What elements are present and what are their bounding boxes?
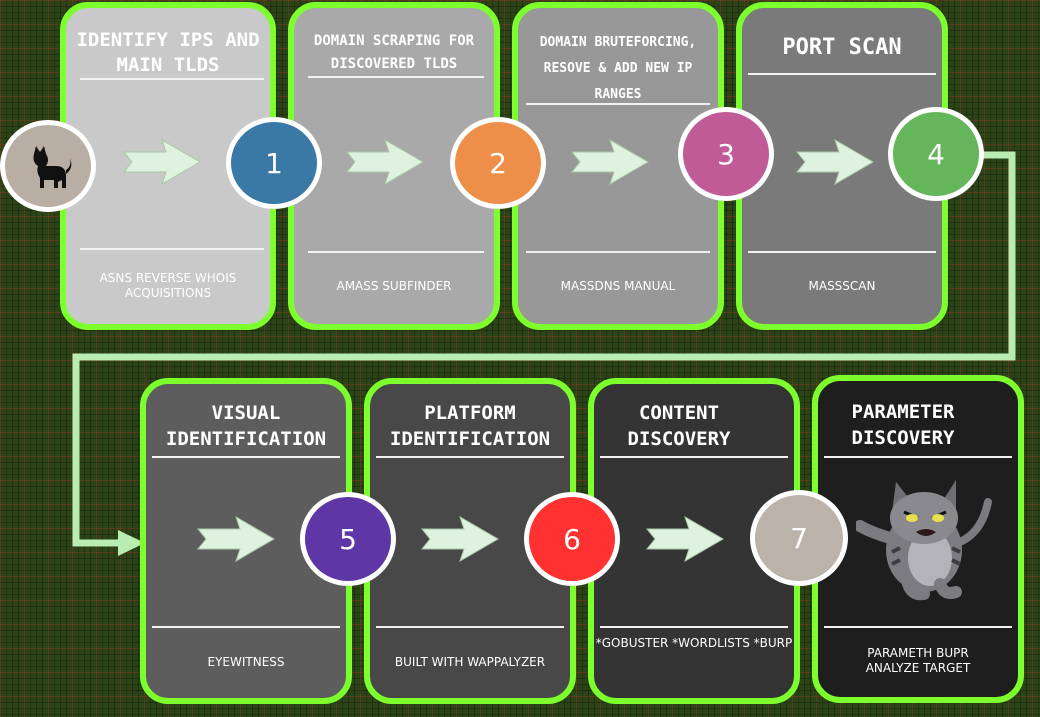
stage-tools: AMASS SUBFINDER [336,279,452,293]
divider [824,626,1012,628]
divider [526,251,710,253]
divider [526,103,710,105]
stage-title: DOMAIN BRUTEFORCING, RESOVE & ADD NEW IP… [539,35,697,102]
right-arrow-icon [122,138,201,186]
stage-title: CONTENT DISCOVERY [627,402,731,450]
right-arrow-icon [420,515,499,563]
stage-title: DOMAIN SCRAPING FOR DISCOVERED TLDS [313,33,475,72]
divider [748,73,936,75]
step-number-badge: 6 [524,492,620,586]
step-number-badge: 3 [678,107,774,201]
step-number-badge: 4 [888,107,984,201]
right-arrow-icon [795,138,874,186]
step-number-badge: 1 [226,117,322,209]
stage-tools: EYEWITNESS [207,655,285,669]
divider [308,76,484,78]
stage-title: IDENTIFY IPS AND MAIN TLDS [76,29,260,76]
divider [600,626,788,628]
step-number-badge: 2 [450,117,546,209]
right-arrow-icon [345,138,424,186]
step-number-badge: 5 [300,492,396,586]
stage-title: PORT SCAN [782,35,902,60]
divider [600,456,788,458]
divider [80,248,264,250]
angry-cat-icon [856,480,992,601]
stage-title: VISUAL IDENTIFICATION [165,402,327,450]
stage-title: PLATFORM IDENTIFICATION [389,402,551,450]
divider [152,456,340,458]
right-arrow-icon [196,515,275,563]
stage-tools: ASNS REVERSE WHOIS ACQUISITIONS [99,271,237,300]
divider [748,251,936,253]
divider [152,626,340,628]
step-number-badge: 7 [750,490,848,586]
stage-tools: *GOBUSTER *WORDLISTS *BURP [595,636,793,650]
stage-tools: BUILT WITH WAPPALYZER [394,655,546,669]
stage-title: PARAMETER DISCOVERY [851,401,955,449]
cat-silhouette-icon [0,120,96,212]
stage-tools: MASSDNS MANUAL [560,279,676,293]
divider [376,626,564,628]
right-arrow-icon [645,515,724,563]
stage-tools: MASSSCAN [808,279,876,293]
divider [80,78,264,80]
right-arrow-icon [570,138,649,186]
divider [824,456,1012,458]
divider [308,251,484,253]
divider [376,456,564,458]
stage-tools: PARAMETH BUPR ANALYZE TARGET [865,646,971,675]
